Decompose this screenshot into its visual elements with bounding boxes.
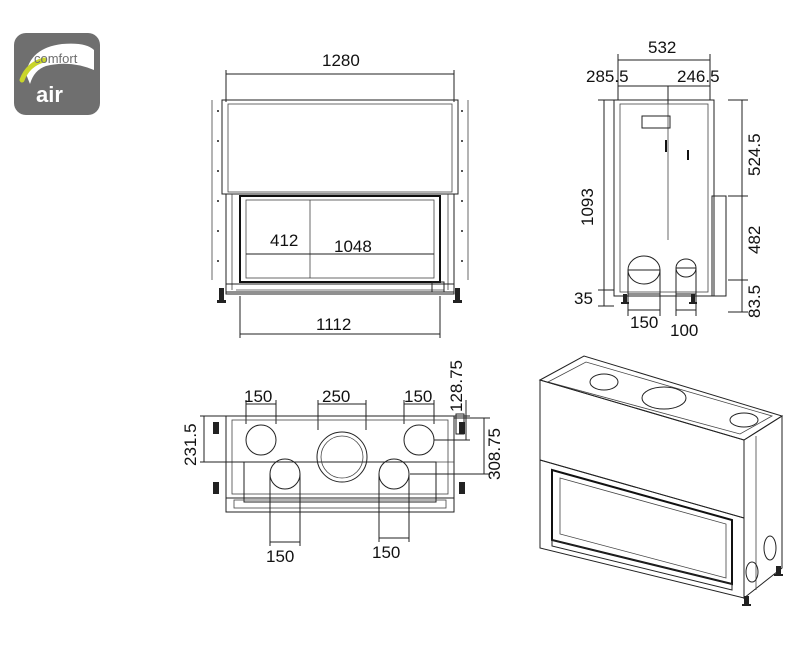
- side-lower-height-label: 482: [745, 226, 764, 254]
- top-duct-left-label: 150: [244, 387, 272, 406]
- top-duct-right-label: 150: [404, 387, 432, 406]
- side-foot-left-label: 35: [574, 289, 593, 308]
- side-view: 532 285.5 246.5 1093 35: [574, 38, 764, 340]
- side-upper-height-label: 524.5: [745, 133, 764, 176]
- comfort-air-logo: comfort air: [14, 33, 100, 115]
- logo-word-comfort: comfort: [34, 51, 78, 66]
- logo-word-air: air: [36, 82, 63, 107]
- side-duct-left-label: 150: [630, 313, 658, 332]
- front-width-label: 1280: [322, 51, 360, 70]
- side-depth-front-label: 285.5: [586, 67, 629, 86]
- front-base-width-label: 1112: [316, 315, 351, 334]
- isometric-view: [538, 355, 784, 606]
- front-glass-width-label: 1048: [334, 237, 372, 256]
- top-center-flue-label: 250: [322, 387, 350, 406]
- side-depth-back-label: 246.5: [677, 67, 720, 86]
- top-bottom-duct-left-label: 150: [266, 547, 294, 566]
- side-foot-right-label: 83.5: [745, 285, 764, 318]
- side-duct-right-label: 100: [670, 321, 698, 340]
- front-glass-height-label: 412: [270, 231, 298, 250]
- front-view: 1280 412 1048: [211, 51, 469, 338]
- top-right-top-offset-label: 128.75: [447, 360, 466, 412]
- top-right-offset-label: 308.75: [485, 428, 504, 480]
- top-bottom-duct-right-label: 150: [372, 543, 400, 562]
- side-depth-label: 532: [648, 38, 676, 57]
- top-view: 150 250 150 231.5: [181, 360, 504, 566]
- side-total-height-label: 1093: [578, 188, 597, 226]
- top-left-offset-label: 231.5: [181, 423, 200, 466]
